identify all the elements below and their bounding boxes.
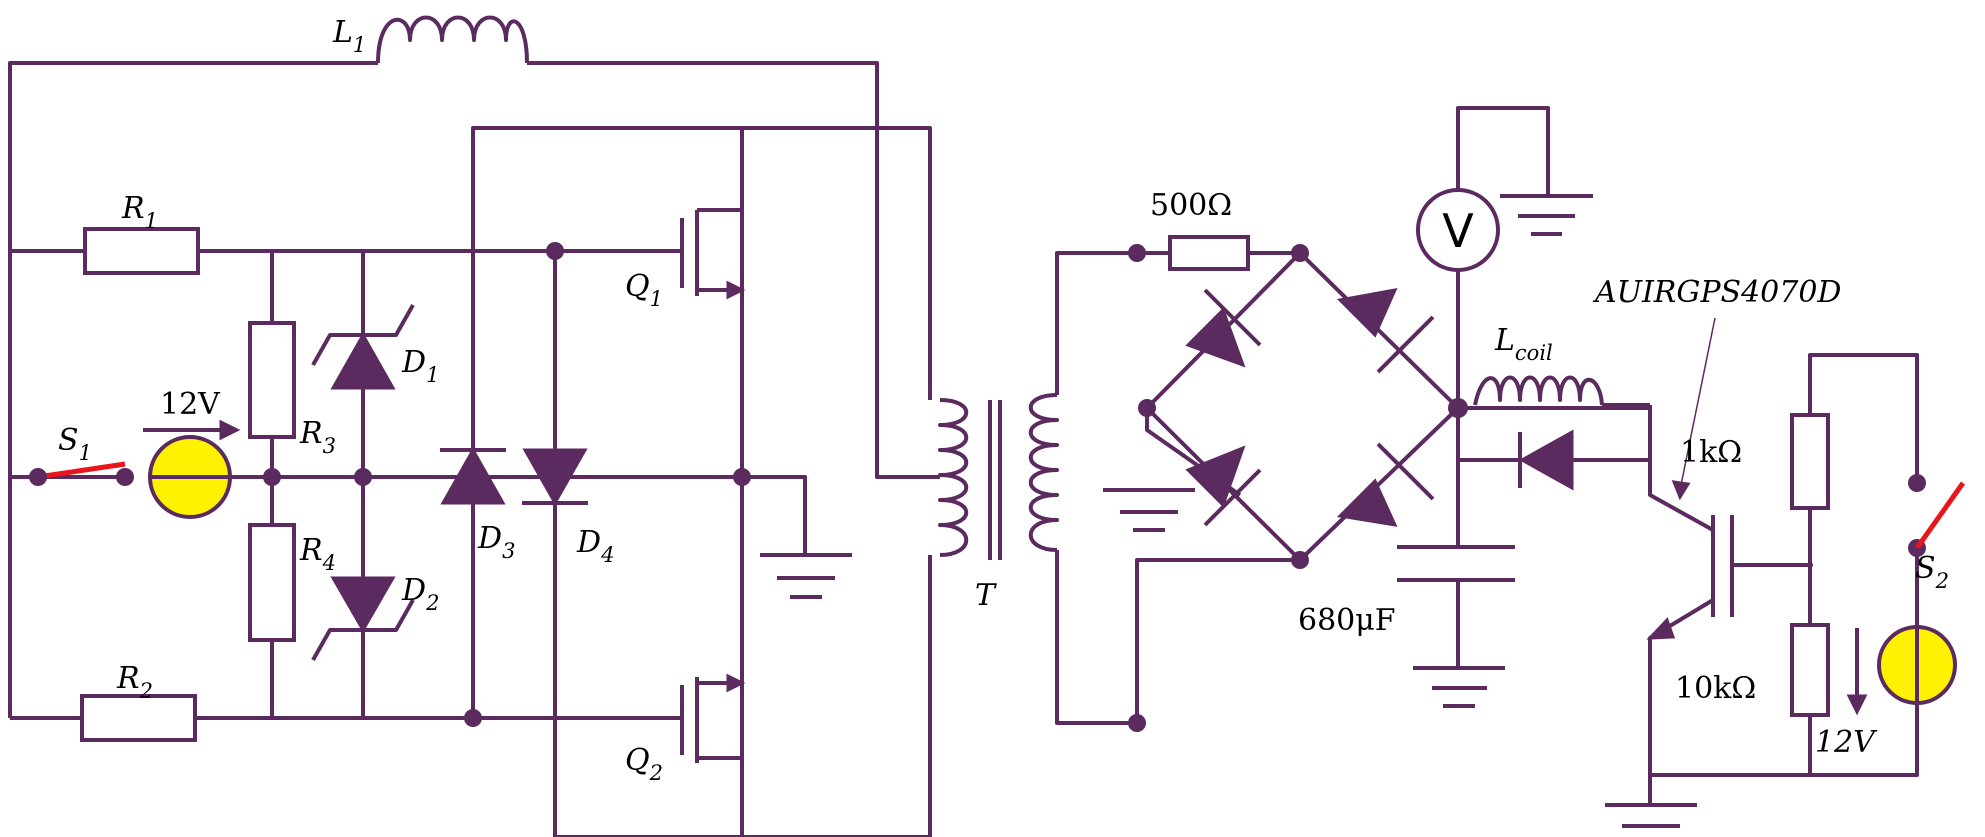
resistor-10k [1790, 623, 1830, 717]
label-r2: R2 [116, 661, 153, 703]
label-s1: S1 [58, 423, 92, 465]
voltage-source-1 [143, 419, 241, 519]
switch-s2 [1908, 474, 1966, 627]
transformer-t [938, 251, 1137, 725]
label-transformer: T [975, 578, 997, 613]
diode-d4 [522, 448, 588, 507]
label-680uf: 680μF [1298, 603, 1396, 638]
label-500ohm: 500Ω [1150, 188, 1232, 223]
label-q1: Q1 [625, 269, 663, 311]
freewheel-diode [1458, 429, 1650, 491]
ground-symbol-bridge [1103, 488, 1195, 532]
voltage-source-2 [1846, 625, 1957, 716]
resistor-1k [1790, 413, 1830, 510]
inductor-lcoil [1473, 375, 1604, 406]
inductor-l1 [376, 15, 529, 64]
resistor-r1 [83, 227, 200, 275]
label-s2: S2 [1915, 551, 1949, 593]
resistor-r2 [80, 694, 197, 742]
label-r4: R4 [299, 533, 336, 575]
junction-dots-left [263, 242, 751, 727]
resistor-r4 [248, 523, 296, 642]
switch-s1 [10, 461, 134, 486]
label-source1-voltage: 12V [160, 387, 221, 422]
igbt-transistor [1646, 317, 1810, 775]
bridge-diode-bottom-left [1185, 445, 1262, 527]
label-d2: D2 [401, 573, 439, 615]
zener-d2 [311, 576, 415, 661]
label-r3: R3 [299, 416, 336, 458]
junction-dot-gate [1807, 562, 1813, 568]
right-wiring [1605, 353, 1919, 828]
voltmeter: V [1416, 106, 1593, 408]
label-d1: D1 [401, 345, 439, 387]
label-d4: D4 [576, 525, 614, 567]
diode-d3 [440, 446, 506, 505]
label-1k: 1kΩ [1680, 435, 1742, 470]
label-r1: R1 [121, 191, 158, 233]
bridge-diode-top-right [1336, 288, 1435, 374]
mosfet-q1 [680, 208, 746, 300]
label-q2: Q2 [625, 743, 663, 785]
label-source2-voltage: 12V [1815, 725, 1878, 760]
label-l1: L1 [332, 15, 366, 57]
component-labels: L1 R1 R2 R3 R4 D1 D2 D3 D4 Q1 Q2 S1 S2 1… [58, 15, 1949, 785]
resistor-r3 [248, 321, 296, 439]
label-lcoil: Lcoil [1494, 323, 1553, 365]
capacitor-680uf [1397, 408, 1515, 708]
voltmeter-symbol: V [1442, 204, 1474, 258]
zener-d1 [311, 304, 415, 390]
mosfet-q2 [680, 673, 746, 763]
resistor-500 [1168, 235, 1250, 271]
bridge-diode-bottom-right [1336, 442, 1435, 527]
ground-symbol-left [760, 553, 852, 599]
label-igbt-part: AUIRGPS4070D [1592, 275, 1842, 310]
label-d3: D3 [477, 521, 515, 563]
bridge-diode-top-left [1185, 288, 1262, 368]
label-10k: 10kΩ [1675, 671, 1756, 706]
